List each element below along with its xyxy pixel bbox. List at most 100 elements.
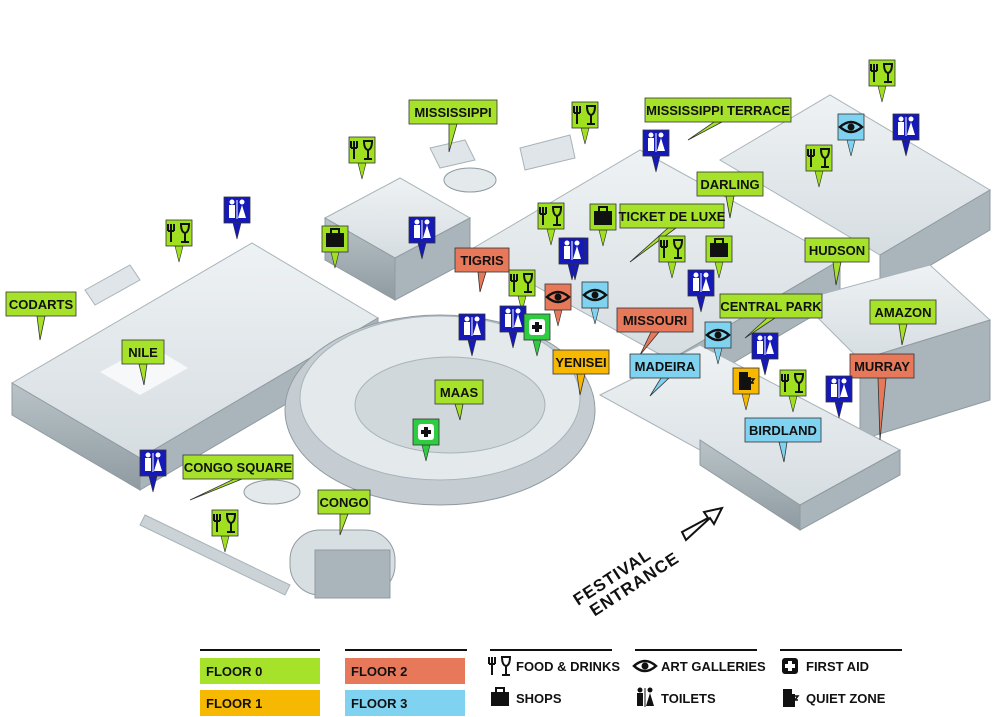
facility-marker-food[interactable] xyxy=(508,269,536,313)
facility-marker-toilet[interactable] xyxy=(825,375,853,419)
toilet-icon xyxy=(145,452,162,472)
venue-label-hudson[interactable]: HUDSON xyxy=(804,237,870,286)
entrance-arrow xyxy=(680,506,724,542)
toilet-icon xyxy=(637,687,654,707)
legend-shops: SHOPS xyxy=(491,687,562,706)
venue-label-box xyxy=(644,97,792,123)
venue-label-box xyxy=(5,291,77,317)
facility-marker-quiet[interactable] xyxy=(732,367,760,411)
facility-marker-toilet[interactable] xyxy=(558,237,586,281)
art-gallery-icon xyxy=(838,120,864,134)
facility-marker-toilet[interactable] xyxy=(139,449,167,493)
legend-floor-label: FLOOR 0 xyxy=(206,664,262,679)
building-congo-base xyxy=(314,549,391,599)
legend-floor-label: FLOOR 2 xyxy=(351,664,407,679)
facility-marker-gallery[interactable] xyxy=(544,283,572,327)
food-drinks-icon xyxy=(213,513,237,533)
shed-west xyxy=(84,264,141,306)
facility-marker-food[interactable] xyxy=(779,369,807,413)
legend-floor-0: FLOOR 0 xyxy=(200,658,320,684)
venue-label-nile[interactable]: NILE xyxy=(121,339,165,386)
venue-label-mississippi-terrace[interactable]: MISSISSIPPI TERRACE xyxy=(644,97,792,141)
food-drinks-icon xyxy=(350,140,374,160)
venue-label-congo-square[interactable]: CONGO SQUARE xyxy=(182,454,294,501)
venue-label-madeira[interactable]: MADEIRA xyxy=(629,353,701,397)
facility-marker-food[interactable] xyxy=(165,219,193,263)
facility-box xyxy=(544,283,572,311)
facility-marker-toilet[interactable] xyxy=(751,332,779,376)
facility-marker-food[interactable] xyxy=(571,101,599,145)
venue-label-box xyxy=(552,349,610,375)
facility-marker-food[interactable] xyxy=(211,509,239,553)
legend-toilets: TOILETS xyxy=(637,687,716,707)
shop-icon xyxy=(710,238,728,257)
venue-label-central-park[interactable]: CENTRAL PARK xyxy=(719,293,823,339)
shed-north-2 xyxy=(429,139,476,169)
art-gallery-icon xyxy=(632,659,658,673)
toilet-icon xyxy=(757,335,774,355)
art-gallery-icon xyxy=(545,290,571,304)
legend-food-drinks: FOOD & DRINKS xyxy=(488,656,620,676)
facility-marker-gallery[interactable] xyxy=(704,321,732,365)
venue-label-birdland[interactable]: BIRDLAND xyxy=(744,417,822,463)
shed-north xyxy=(519,134,576,171)
facility-marker-toilet[interactable] xyxy=(223,196,251,240)
venue-label-yenisei[interactable]: YENISEI xyxy=(552,349,610,396)
toilet-icon xyxy=(898,116,915,136)
venue-label-murray[interactable]: MURRAY xyxy=(849,353,915,441)
facility-marker-food[interactable] xyxy=(537,202,565,246)
venue-label-mississippi[interactable]: MISSISSIPPI xyxy=(408,99,498,153)
shop-icon xyxy=(326,228,344,247)
venue-name: CENTRAL PARK xyxy=(720,299,822,314)
toilet-icon xyxy=(831,378,848,398)
facility-marker-toilet[interactable] xyxy=(458,313,486,357)
legend-icon-label: SHOPS xyxy=(516,691,562,706)
venue-label-amazon[interactable]: AMAZON xyxy=(869,299,937,346)
facility-pin xyxy=(357,162,367,180)
venue-label-maas[interactable]: MAAS xyxy=(434,379,484,421)
facility-marker-food[interactable] xyxy=(658,235,686,279)
venue-label-tigris[interactable]: TIGRIS xyxy=(454,247,510,293)
facility-marker-toilet[interactable] xyxy=(892,113,920,157)
facility-marker-gallery[interactable] xyxy=(837,113,865,157)
venue-pin xyxy=(189,478,243,501)
facility-marker-toilet[interactable] xyxy=(687,269,715,313)
legend-floor-label: FLOOR 1 xyxy=(206,696,262,711)
facility-marker-toilet[interactable] xyxy=(408,216,436,260)
shop-icon xyxy=(491,687,509,706)
quiet-zone-icon xyxy=(783,689,800,707)
venue-name: MURRAY xyxy=(854,359,910,374)
venue-label-box xyxy=(629,353,701,379)
legend-floor-1: FLOOR 1 xyxy=(200,690,320,716)
venue-label-darling[interactable]: DARLING xyxy=(696,171,764,219)
food-drinks-icon xyxy=(807,148,831,168)
venue-label-congo[interactable]: CONGO xyxy=(317,489,371,536)
legend-floor-2: FLOOR 2 xyxy=(345,658,465,684)
venue-label-box xyxy=(744,417,822,443)
facility-marker-shop[interactable] xyxy=(321,225,349,269)
facility-marker-toilet[interactable] xyxy=(642,129,670,173)
facility-marker-shop[interactable] xyxy=(705,235,733,279)
facility-marker-shop[interactable] xyxy=(589,203,617,247)
venue-label-codarts[interactable]: CODARTS xyxy=(5,291,77,341)
facility-marker-gallery[interactable] xyxy=(581,281,609,325)
venue-label-missouri[interactable]: MISSOURI xyxy=(616,307,694,356)
pavilion-congo-square xyxy=(243,479,301,505)
food-drinks-icon xyxy=(573,105,597,125)
venue-name: MAAS xyxy=(440,385,479,400)
venue-pin xyxy=(36,315,46,341)
venue-label-box xyxy=(434,379,484,405)
facility-marker-food[interactable] xyxy=(805,144,833,188)
facility-marker-food[interactable] xyxy=(348,136,376,180)
shed-congo-row xyxy=(139,514,291,596)
venue-pin xyxy=(687,121,723,141)
venue-name: YENISEI xyxy=(555,355,606,370)
facility-marker-food[interactable] xyxy=(868,59,896,103)
venue-label-box xyxy=(408,99,498,125)
facility-marker-firstaid[interactable] xyxy=(412,418,440,462)
venue-name: NILE xyxy=(128,345,158,360)
facility-marker-toilet[interactable] xyxy=(499,305,527,349)
facility-marker-firstaid[interactable] xyxy=(523,313,551,357)
facility-pin xyxy=(834,401,844,419)
